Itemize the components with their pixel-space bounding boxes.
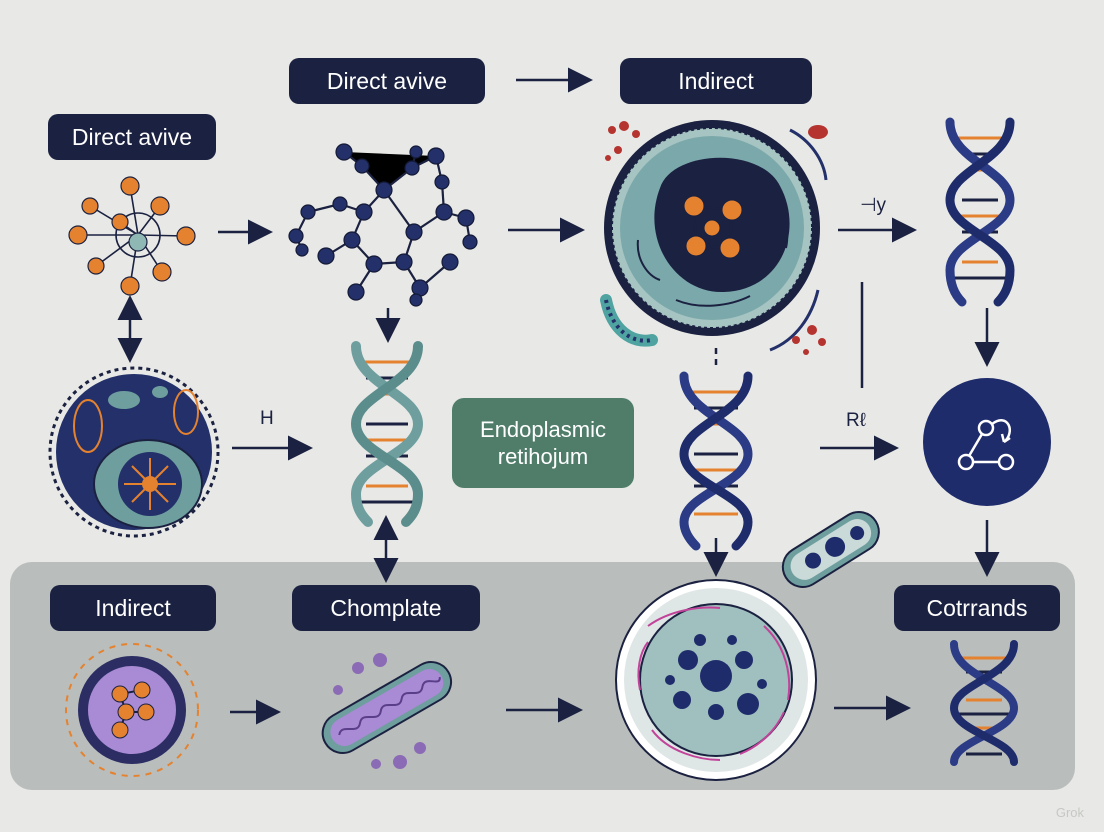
navy-network-illustration — [288, 143, 478, 307]
purple-cell-illustration — [65, 643, 199, 777]
arrow-label-h: H — [260, 408, 274, 429]
label-indirect-bottom: Indirect — [50, 585, 216, 631]
mitochondrion-illustration — [321, 653, 453, 769]
arrow-label-rl: Rℓ — [846, 410, 866, 431]
label-direct-avive-top: Direct avive — [289, 58, 485, 104]
organelle-capsule-illustration — [781, 510, 880, 588]
watermark-text: Grok — [1055, 805, 1084, 820]
label-cotrrands: Cotrrands — [894, 585, 1060, 631]
dna-helix-top-right — [945, 117, 1015, 307]
arrow-label-hy: ⊣y — [860, 195, 887, 216]
nucleus-cell-illustration — [615, 579, 817, 781]
cycle-circle-icon — [923, 378, 1051, 506]
orange-molecule-illustration — [68, 176, 196, 296]
bottom-panel — [10, 562, 1075, 790]
er-label-line2: retihojum — [497, 444, 589, 469]
left-cell-illustration — [48, 366, 220, 538]
dna-helix-center — [679, 371, 753, 551]
endoplasmic-reticulum-box: Endoplasmic retihojum — [452, 398, 634, 488]
dna-helix-teal — [350, 341, 424, 527]
label-direct-avive-left: Direct avive — [48, 114, 216, 160]
dna-helix-bottom-right — [949, 640, 1019, 766]
label-chomplate: Chomplate — [292, 585, 480, 631]
cell-with-nucleus-illustration — [600, 120, 828, 355]
er-label-line1: Endoplasmic — [480, 417, 606, 442]
label-indirect-top: Indirect — [620, 58, 812, 104]
